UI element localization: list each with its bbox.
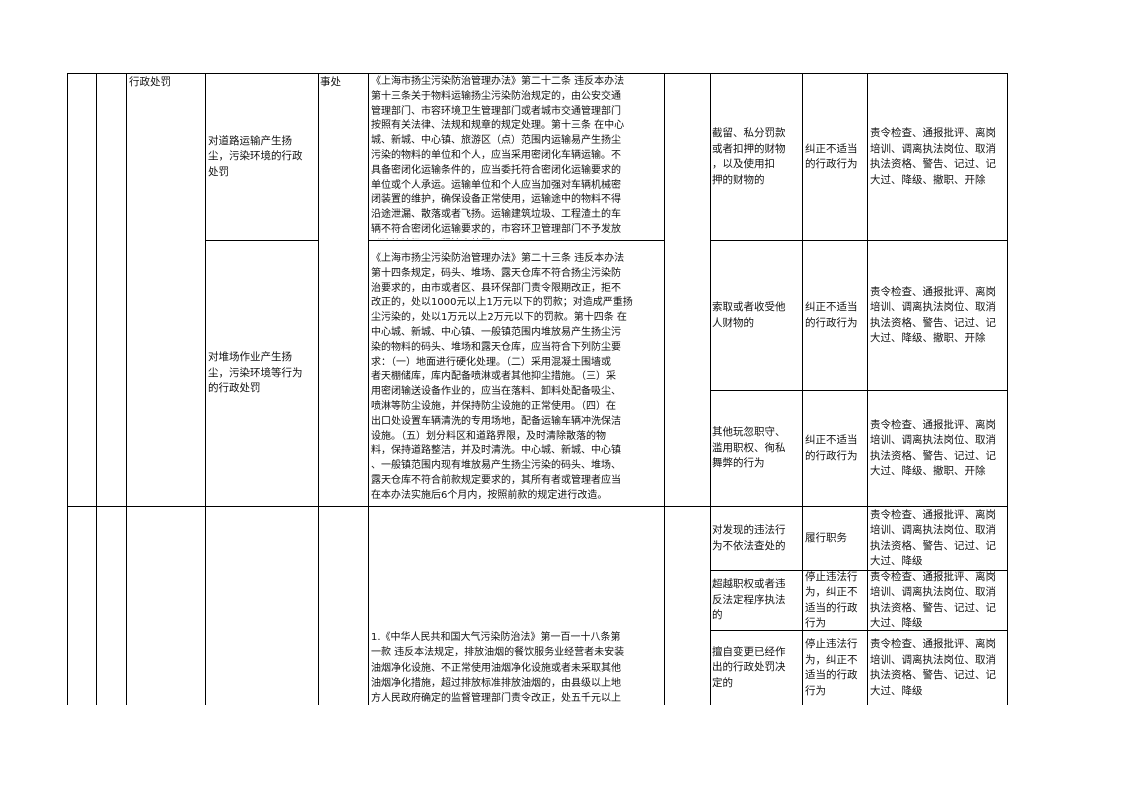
- duty-situation: 对发现的违法行 为不依法查处的: [712, 524, 786, 552]
- grid-col-10: [867, 73, 868, 705]
- grid-line-r3: [710, 570, 1008, 571]
- duty-situation: 擅自变更已经作 出的行政处罚决 定的: [712, 645, 786, 689]
- duty-situation: 索取或者收受他 人财物的: [712, 301, 786, 329]
- grid-line-r1: [710, 240, 1008, 241]
- duty-handling: 纠正不适当 的行政行为: [805, 142, 858, 171]
- grid-line-basis: [368, 240, 664, 241]
- grid-col-5: [318, 73, 319, 705]
- basis-stockyard: 《上海市扬尘污染防治管理办法》第二十三条 违反本办法 第十四条规定，码头、堆场、…: [371, 253, 633, 501]
- duty-situation: 其他玩忽职守、 滥用职权、徇私 舞弊的行为: [712, 426, 786, 470]
- grid-line-r4: [710, 630, 1008, 631]
- item-road-transport-dust-text: 对道路运输产生扬 尘，污染环境的行政 处罚: [208, 134, 303, 178]
- grid-col-3: [126, 73, 127, 705]
- grid-line-top: [67, 73, 1008, 74]
- grid-col-9: [802, 73, 803, 705]
- dept-unit-label: 事处: [320, 76, 341, 88]
- grid-col-4: [205, 73, 206, 705]
- item-road-transport-dust: 对道路运输产生扬 尘，污染环境的行政 处罚: [208, 74, 316, 240]
- grid-col-2: [96, 73, 97, 705]
- item-stockyard-dust: 对堆场作业产生扬 尘，污染环境等行为 的行政处罚: [208, 241, 316, 506]
- duty-situation: 超越职权或者违 反法定程序执法 的: [712, 578, 786, 622]
- grid-col-11: [1007, 73, 1008, 705]
- grid-col-8: [710, 73, 711, 705]
- grid-line-item: [205, 240, 318, 241]
- duty-handling: 履行职务: [805, 531, 847, 544]
- duty-accountability: 责令检查、通报批评、离岗 培训、调离执法岗位、取消 执法资格、警告、记过、记 大…: [870, 571, 996, 629]
- duty-handling: 停止违法行 为，纠正不 适当的行政 行为: [805, 571, 858, 629]
- duty-handling: 停止违法行 为，纠正不 适当的行政 行为: [805, 638, 858, 697]
- grid-col-6: [368, 73, 369, 705]
- duty-accountability: 责令检查、通报批评、离岗 培训、调离执法岗位、取消 执法资格、警告、记过、记 大…: [870, 508, 996, 568]
- duty-accountability: 责令检查、通报批评、离岗 培训、调离执法岗位、取消 执法资格、警告、记过、记 大…: [870, 127, 996, 186]
- basis-road-transport: 《上海市扬尘污染防治管理办法》第二十二条 违反本办法 第十三条关于物料运输扬尘污…: [371, 76, 625, 239]
- basis-air-pollution-law: 1.《中华人民共和国大气污染防治法》第一百一十八条第 一款 违反本法规定，排放油…: [371, 632, 625, 705]
- category-label: 行政处罚: [129, 76, 171, 88]
- duty-accountability: 责令检查、通报批评、离岗 培训、调离执法岗位、取消 执法资格、警告、记过、记 大…: [870, 285, 996, 345]
- grid-line-section: [67, 506, 1008, 507]
- duty-handling: 纠正不适当 的行政行为: [805, 301, 858, 329]
- duty-accountability: 责令检查、通报批评、离岗 培训、调离执法岗位、取消 执法资格、警告、记过、记 大…: [870, 418, 996, 478]
- grid-col-7: [664, 73, 665, 705]
- duty-accountability: 责令检查、通报批评、离岗 培训、调离执法岗位、取消 执法资格、警告、记过、记 大…: [870, 638, 996, 697]
- grid-col-1: [67, 73, 68, 705]
- duty-handling: 纠正不适当 的行政行为: [805, 434, 858, 462]
- item-stockyard-dust-text: 对堆场作业产生扬 尘，污染环境等行为 的行政处罚: [208, 351, 303, 395]
- grid-line-r2: [710, 390, 1008, 391]
- duty-situation: 截留、私分罚款 或者扣押的财物 ，以及使用扣 押的财物的: [712, 127, 786, 186]
